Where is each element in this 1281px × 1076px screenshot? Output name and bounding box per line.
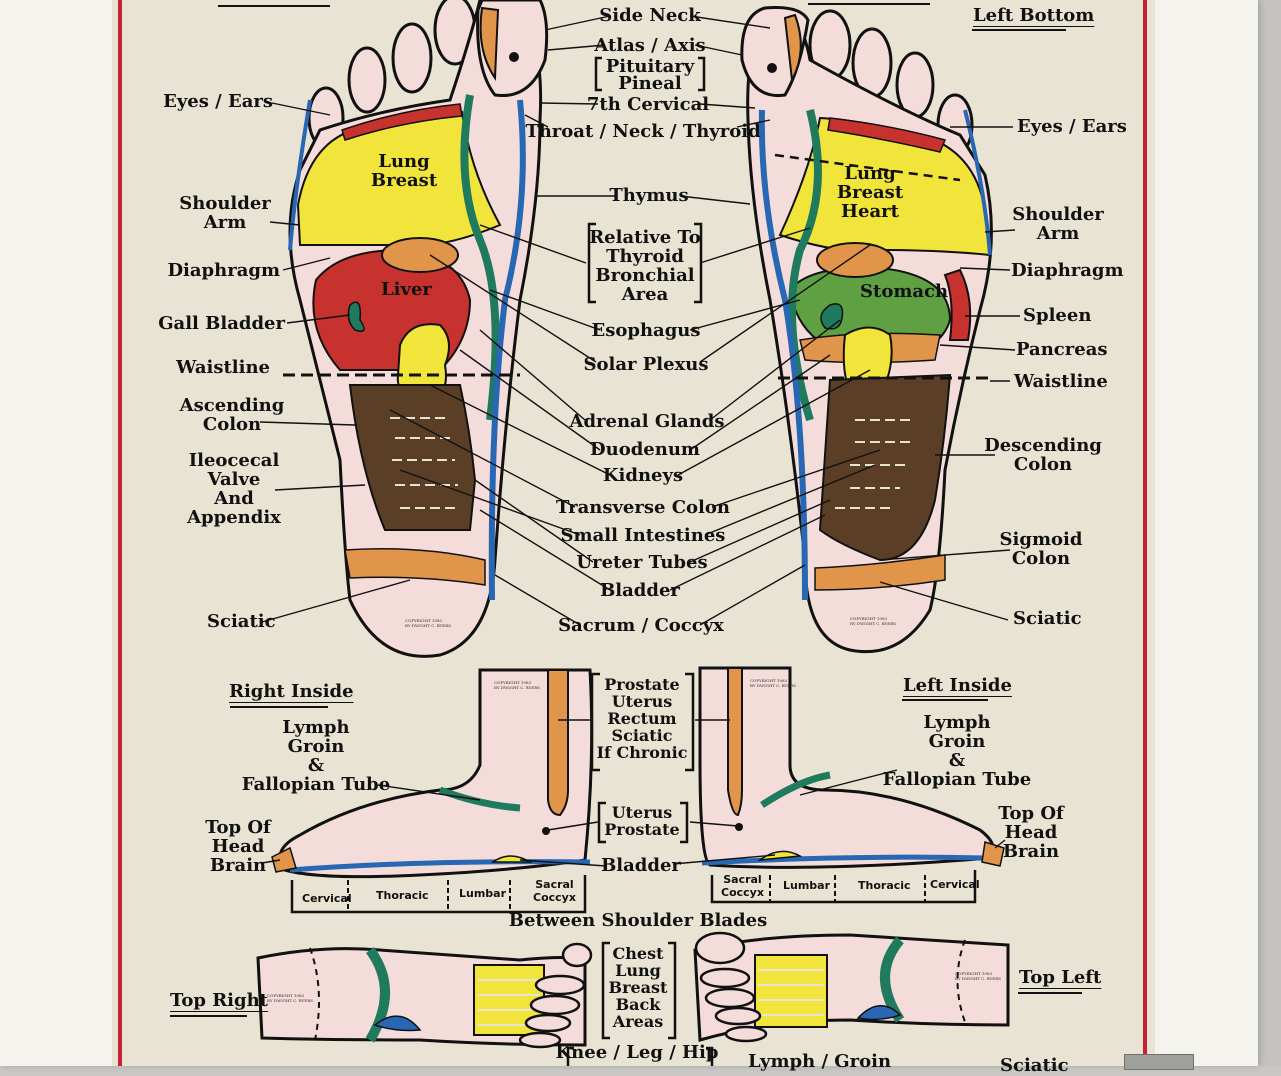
label-l-sciatic: Sciatic xyxy=(1013,608,1082,629)
label-between-shoulder-blades: Between Shoulder Blades xyxy=(508,910,768,931)
heading-left-inside: Left Inside xyxy=(903,675,1012,696)
label-ascending-colon: Ascending Colon xyxy=(179,395,285,435)
label-lymph-groin-bottom: Lymph / Groin xyxy=(748,1051,892,1072)
label-bladder: Bladder xyxy=(600,580,680,601)
copyright-note-4: COPYRIGHT 1983 BY DWIGHT C. BYERS xyxy=(750,678,796,688)
spine-l-sacral: Sacral Coccyx xyxy=(721,873,764,899)
label-l-diaphragm: Diaphragm xyxy=(1011,260,1124,281)
label-kidneys: Kidneys xyxy=(602,465,684,486)
right-foot-sole xyxy=(283,0,549,658)
label-lung-breast-r: Lung Breast xyxy=(370,151,438,191)
copyright-note-3: COPYRIGHT 1983 BY DWIGHT C. BYERS xyxy=(494,680,540,690)
spine-r-sacral: Sacral Coccyx xyxy=(533,878,576,904)
copyright-note-5: COPYRIGHT 1983 BY DWIGHT C. BYERS xyxy=(267,993,313,1003)
label-lung-breast-heart-l: Lung Breast Heart xyxy=(836,163,904,222)
heading-top-left: Top Left xyxy=(1019,967,1102,988)
heading-left-bottom: Left Bottom xyxy=(973,5,1095,26)
label-l-eyes-ears: Eyes / Ears xyxy=(1017,116,1127,137)
label-sigmoid-colon: Sigmoid Colon xyxy=(999,529,1083,569)
label-pituitary-pineal: Pituitary Pineal xyxy=(605,56,695,94)
label-stomach: Stomach xyxy=(860,281,949,302)
label-lymph-groin-l: Lymph Groin & Fallopian Tube xyxy=(882,712,1032,790)
label-adrenal-glands: Adrenal Glands xyxy=(569,411,725,432)
label-prostate-group: Prostate Uterus Rectum Sciatic If Chroni… xyxy=(596,675,688,762)
right-inside-foot xyxy=(271,668,594,914)
label-side-neck: Side Neck xyxy=(599,5,701,26)
label-throat-neck-thyroid: Throat / Neck / Thyroid xyxy=(525,121,761,142)
label-atlas-axis: Atlas / Axis xyxy=(594,35,706,56)
label-spleen: Spleen xyxy=(1023,305,1092,326)
label-r-sciatic: Sciatic xyxy=(207,611,276,632)
label-solar-plexus: Solar Plexus xyxy=(583,354,709,375)
label-top-head-l: Top Of Head Brain xyxy=(998,803,1064,862)
copyright-note-2: COPYRIGHT 1983 BY DWIGHT C. BYERS xyxy=(850,616,896,626)
copyright-note-1: COPYRIGHT 1983 BY DWIGHT C. BYERS xyxy=(405,618,451,628)
label-ileocecal: Ileocecal Valve And Appendix xyxy=(187,450,281,528)
label-bladder-inside: Bladder xyxy=(601,855,681,876)
heading-top-right: Top Right xyxy=(170,990,268,1011)
copyright-note-6: COPYRIGHT 1983 BY DWIGHT C. BYERS xyxy=(955,971,1001,981)
spine-r-lumbar: Lumbar xyxy=(459,887,507,900)
spine-l-thoracic: Thoracic xyxy=(858,879,911,892)
label-l-shoulder-arm: Shoulder Arm xyxy=(1012,204,1104,244)
brackets xyxy=(566,56,714,1066)
heading-right-inside: Right Inside xyxy=(229,681,354,702)
label-gall-bladder: Gall Bladder xyxy=(158,313,285,334)
label-knee-leg-hip: Knee / Leg / Hip xyxy=(555,1042,719,1063)
label-chest-group: Chest Lung Breast Back Areas xyxy=(608,944,668,1031)
wall-plate xyxy=(1124,1054,1194,1070)
spine-l-cervical: Cervical xyxy=(930,878,980,891)
label-transverse-colon: Transverse Colon xyxy=(556,497,730,518)
label-liver: Liver xyxy=(381,279,432,300)
label-pancreas: Pancreas xyxy=(1016,339,1108,360)
label-l-waistline: Waistline xyxy=(1014,371,1108,392)
label-r-eyes-ears: Eyes / Ears xyxy=(163,91,273,112)
label-descending-colon: Descending Colon xyxy=(984,435,1102,475)
label-small-intestines: Small Intestines xyxy=(560,525,726,546)
spine-r-thoracic: Thoracic xyxy=(376,889,429,902)
label-sacrum-coccyx: Sacrum / Coccyx xyxy=(558,615,724,636)
poster-red-border xyxy=(118,0,1147,1066)
label-seventh-cervical: 7th Cervical xyxy=(586,94,710,115)
spine-r-cervical: Cervical xyxy=(302,892,352,905)
top-left-foot xyxy=(693,931,1010,1043)
left-foot-sole xyxy=(740,6,993,654)
label-uterus-prostate: Uterus Prostate xyxy=(604,803,680,839)
top-right-foot xyxy=(256,942,593,1049)
spine-l-lumbar: Lumbar xyxy=(783,879,831,892)
label-r-waistline: Waistline xyxy=(176,357,270,378)
label-duodenum: Duodenum xyxy=(590,439,700,460)
label-r-shoulder-arm: Shoulder Arm xyxy=(179,193,271,233)
left-inside-foot xyxy=(698,666,1005,904)
label-r-diaphragm: Diaphragm xyxy=(167,260,280,281)
label-ureter-tubes: Ureter Tubes xyxy=(576,552,708,573)
pointer-lines xyxy=(259,15,1020,626)
label-relative-thyroid: Relative To Thyroid Bronchial Area xyxy=(589,227,701,305)
label-lymph-groin-r: Lymph Groin & Fallopian Tube xyxy=(241,717,391,795)
label-esophagus: Esophagus xyxy=(591,320,701,341)
label-top-head-r: Top Of Head Brain xyxy=(205,817,271,876)
label-thymus: Thymus xyxy=(609,185,689,206)
